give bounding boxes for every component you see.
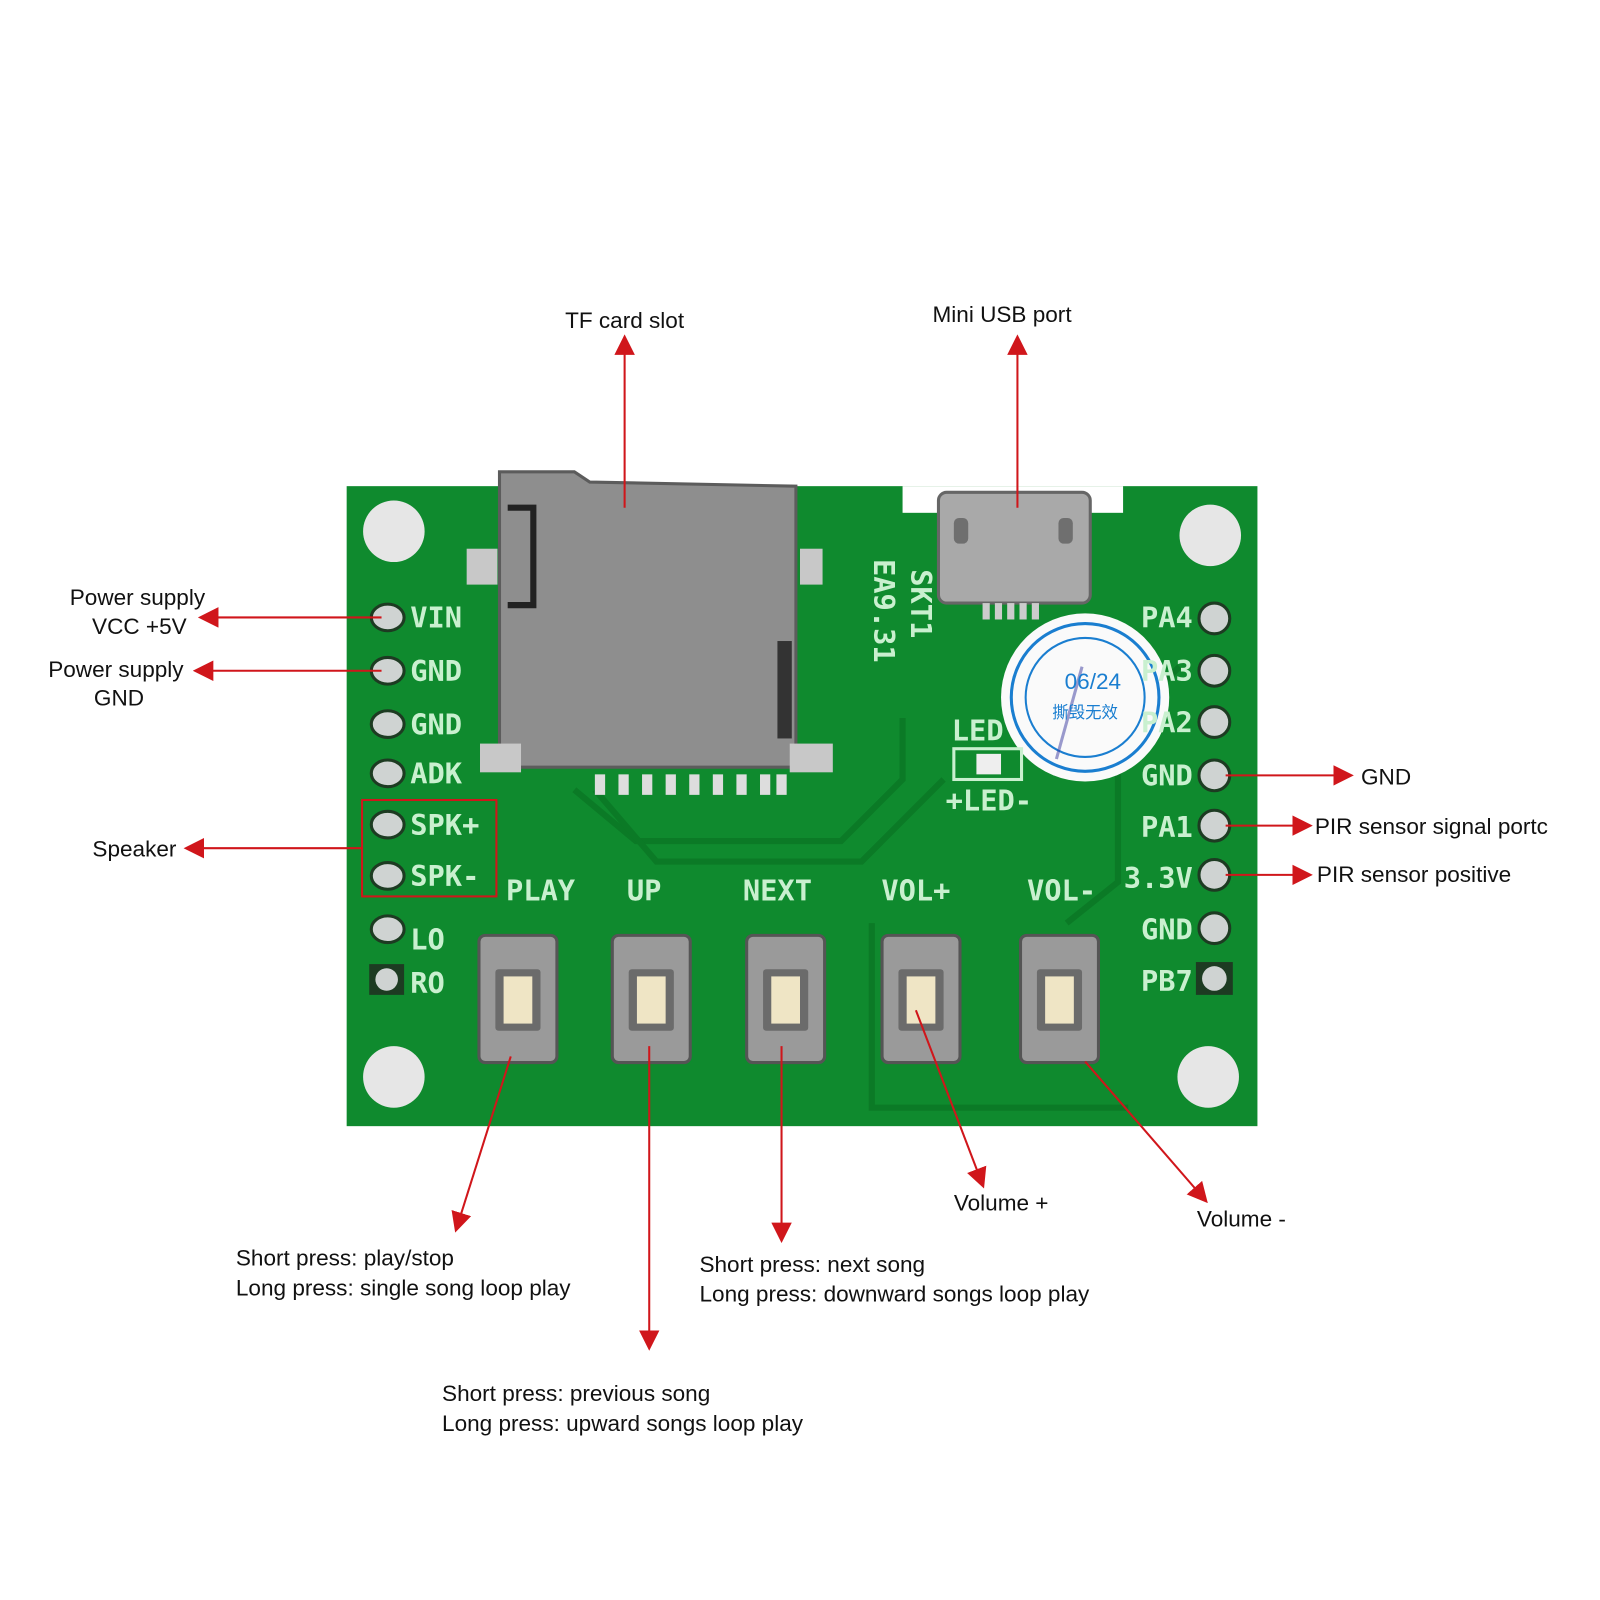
svg-text:PLAY: PLAY — [506, 874, 576, 908]
mounting-hole — [363, 500, 425, 563]
pin-3v3: 3.3V — [1124, 857, 1232, 895]
pin-pa2: PA2 — [1141, 705, 1232, 739]
svg-text:VOL+: VOL+ — [881, 874, 950, 908]
svg-text:RO: RO — [410, 966, 445, 1000]
label-gnd-line1: Power supply — [48, 657, 184, 682]
label-vin-line1: Power supply — [70, 585, 206, 610]
pin-adk: ADK — [369, 757, 463, 791]
usb-ref-silkscreen: SKT1 — [904, 569, 938, 638]
pin-gnd: GND — [1141, 758, 1232, 793]
pen-mark — [1054, 666, 1084, 760]
warranty-sticker: 06/24 撕毁无效 — [1001, 613, 1170, 782]
pin-spk-plus: SPK+ — [369, 808, 479, 842]
pin-lo: LO — [369, 914, 445, 957]
arrow-play — [451, 1056, 512, 1233]
svg-text:VIN: VIN — [410, 601, 462, 635]
tf-card-slot — [466, 470, 833, 795]
buttons: PLAY UP NEXT VOL+ VOL- — [477, 874, 1100, 1065]
label-pir-positive: PIR sensor positive — [1317, 862, 1511, 887]
pin-gnd: GND — [369, 654, 462, 688]
pin-ro: RO — [369, 964, 445, 1000]
label-vol-minus: Volume - — [1197, 1207, 1286, 1232]
mounting-hole — [1177, 1046, 1239, 1108]
svg-text:GND: GND — [1141, 912, 1193, 946]
pin-pa1: PA1 — [1141, 808, 1232, 844]
label-next-line2: Long press: downward songs loop play — [699, 1282, 1090, 1307]
led-polarity-label: +LED- — [946, 783, 1032, 817]
sticker-text: 撕毁无效 — [1052, 703, 1118, 722]
right-header: PA4 PA3 PA2 GND PA1 3.3V GND PB7 — [1124, 601, 1233, 998]
svg-text:PA4: PA4 — [1141, 601, 1193, 635]
mounting-hole — [1179, 504, 1242, 567]
svg-text:VOL-: VOL- — [1027, 874, 1096, 908]
svg-text:GND: GND — [410, 707, 462, 741]
svg-text:GND: GND — [410, 654, 462, 688]
button-vol-minus[interactable]: VOL- — [1018, 874, 1100, 1065]
svg-text:3.3V: 3.3V — [1124, 861, 1193, 895]
button-vol-plus[interactable]: VOL+ — [880, 874, 962, 1065]
label-speaker: Speaker — [92, 836, 176, 861]
led: LED +LED- — [946, 714, 1032, 818]
label-up-line1: Short press: previous song — [442, 1381, 710, 1406]
mini-usb-port — [936, 490, 1092, 620]
led-label: LED — [952, 714, 1004, 748]
pin-spk-minus: SPK- — [369, 859, 479, 893]
label-gnd-right: GND — [1361, 765, 1411, 790]
svg-text:PA2: PA2 — [1141, 705, 1193, 739]
arrow-vol-plus — [914, 1009, 987, 1189]
svg-text:ADK: ADK — [410, 757, 463, 791]
label-tf-card-slot: TF card slot — [565, 308, 685, 333]
mounting-hole — [363, 1046, 425, 1108]
callout-arrows — [183, 334, 1354, 1351]
svg-text:NEXT: NEXT — [743, 874, 812, 908]
pin-pb7: PB7 — [1141, 962, 1233, 998]
left-header: VIN GND GND ADK SPK+ SPK- LO RO — [361, 601, 498, 1000]
sticker-date: 06/24 — [1065, 669, 1121, 694]
pin-gnd: GND — [369, 707, 462, 741]
svg-text:PA3: PA3 — [1141, 654, 1193, 688]
label-vin-line2: VCC +5V — [92, 614, 187, 639]
label-vol-plus: Volume + — [954, 1190, 1049, 1215]
pin-gnd: GND — [1141, 911, 1232, 946]
callout-labels: TF card slot Mini USB port Power supply … — [48, 302, 1548, 1436]
button-next[interactable]: NEXT — [743, 874, 827, 1065]
svg-text:UP: UP — [627, 874, 662, 908]
arrow-vol-minus — [1084, 1060, 1208, 1204]
svg-text:SPK+: SPK+ — [410, 808, 479, 842]
svg-text:GND: GND — [1141, 759, 1193, 793]
label-play-line1: Short press: play/stop — [236, 1246, 454, 1271]
label-next-line1: Short press: next song — [699, 1252, 925, 1277]
pin-pa4: PA4 — [1141, 601, 1232, 636]
board-id-silkscreen: EA9.31 — [867, 559, 901, 663]
label-up-line2: Long press: upward songs loop play — [442, 1411, 804, 1436]
svg-text:PA1: PA1 — [1141, 810, 1193, 844]
button-up[interactable]: UP — [610, 874, 692, 1065]
label-mini-usb: Mini USB port — [933, 302, 1073, 327]
svg-text:PB7: PB7 — [1141, 964, 1193, 998]
label-play-line2: Long press: single song loop play — [236, 1275, 571, 1300]
button-play[interactable]: PLAY — [477, 874, 576, 1065]
svg-text:SPK-: SPK- — [410, 859, 479, 893]
pin-vin: VIN — [369, 601, 462, 635]
pin-pa3: PA3 — [1141, 653, 1232, 688]
label-gnd-line2: GND — [94, 686, 144, 711]
label-pir-signal: PIR sensor signal portc — [1315, 814, 1548, 839]
svg-text:LO: LO — [410, 923, 445, 957]
